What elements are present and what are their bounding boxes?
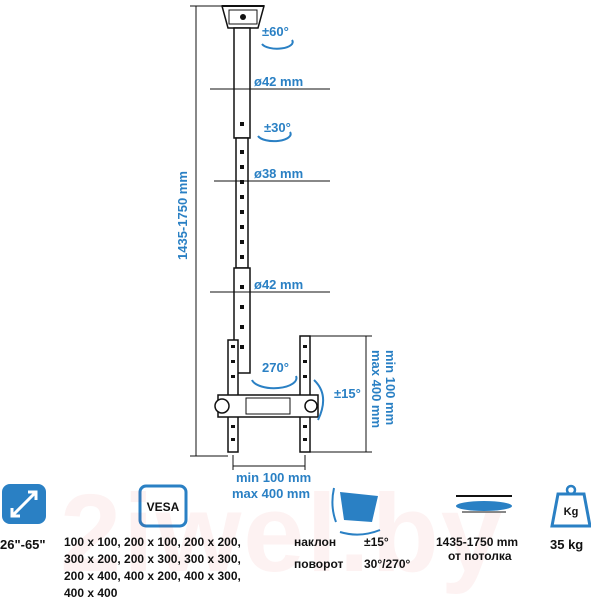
dimension-lines xyxy=(190,5,372,470)
horizontal-max-label: max 400 mm xyxy=(232,486,310,501)
ceiling-plate xyxy=(221,5,265,29)
vesa-icon: VESA xyxy=(138,484,188,528)
vesa-list: 100 x 100, 200 x 100, 200 x 200, 300 x 2… xyxy=(64,534,241,602)
vesa-line: 400 x 400 xyxy=(64,586,118,600)
diameter-mid-label: ø38 mm xyxy=(254,166,303,181)
rotation-top-label: ±60° xyxy=(262,24,289,39)
vertical-max-label: max 400 mm xyxy=(369,350,384,428)
diameter-low-label: ø42 mm xyxy=(254,277,303,292)
tilt-value: ±15° xyxy=(364,535,389,549)
tv-bracket xyxy=(214,335,319,453)
tilt-swivel-icon xyxy=(331,487,381,536)
vesa-badge: VESA xyxy=(147,500,180,514)
screen-size-icon xyxy=(2,484,46,524)
height-range-label: 1435-1750 mm xyxy=(175,171,190,260)
vesa-line: 300 x 200, 200 x 300, 300 x 300, xyxy=(64,552,241,566)
rotation-arrow-icon xyxy=(251,39,325,421)
vesa-line: 200 x 400, 400 x 200, 400 x 300, xyxy=(64,569,241,583)
vertical-min-label: min 100 mm xyxy=(383,350,398,425)
weight-icon: Kg xyxy=(550,484,591,528)
weight-badge: Kg xyxy=(564,506,579,518)
vesa-line: 100 x 100, 200 x 100, 200 x 200, xyxy=(64,535,241,549)
rotation-mid-label: ±30° xyxy=(264,120,291,135)
horizontal-min-label: min 100 mm xyxy=(236,470,311,485)
swivel-text: поворот xyxy=(294,557,344,571)
weight-value: 35 kg xyxy=(550,537,584,552)
ceiling-distance-text: от потолка xyxy=(448,549,512,563)
tilt-text: наклон xyxy=(294,535,337,549)
swivel-value: 30°/270° xyxy=(364,557,411,571)
diameter-top-label: ø42 mm xyxy=(254,74,303,89)
ceiling-distance-value: 1435-1750 mm xyxy=(436,535,519,549)
tilt-label: ±15° xyxy=(334,386,361,401)
ceiling-distance-icon xyxy=(456,495,512,513)
screen-size-value: 26"-65" xyxy=(0,537,46,552)
rotation-bracket-label: 270° xyxy=(262,360,289,375)
pole xyxy=(233,27,251,374)
